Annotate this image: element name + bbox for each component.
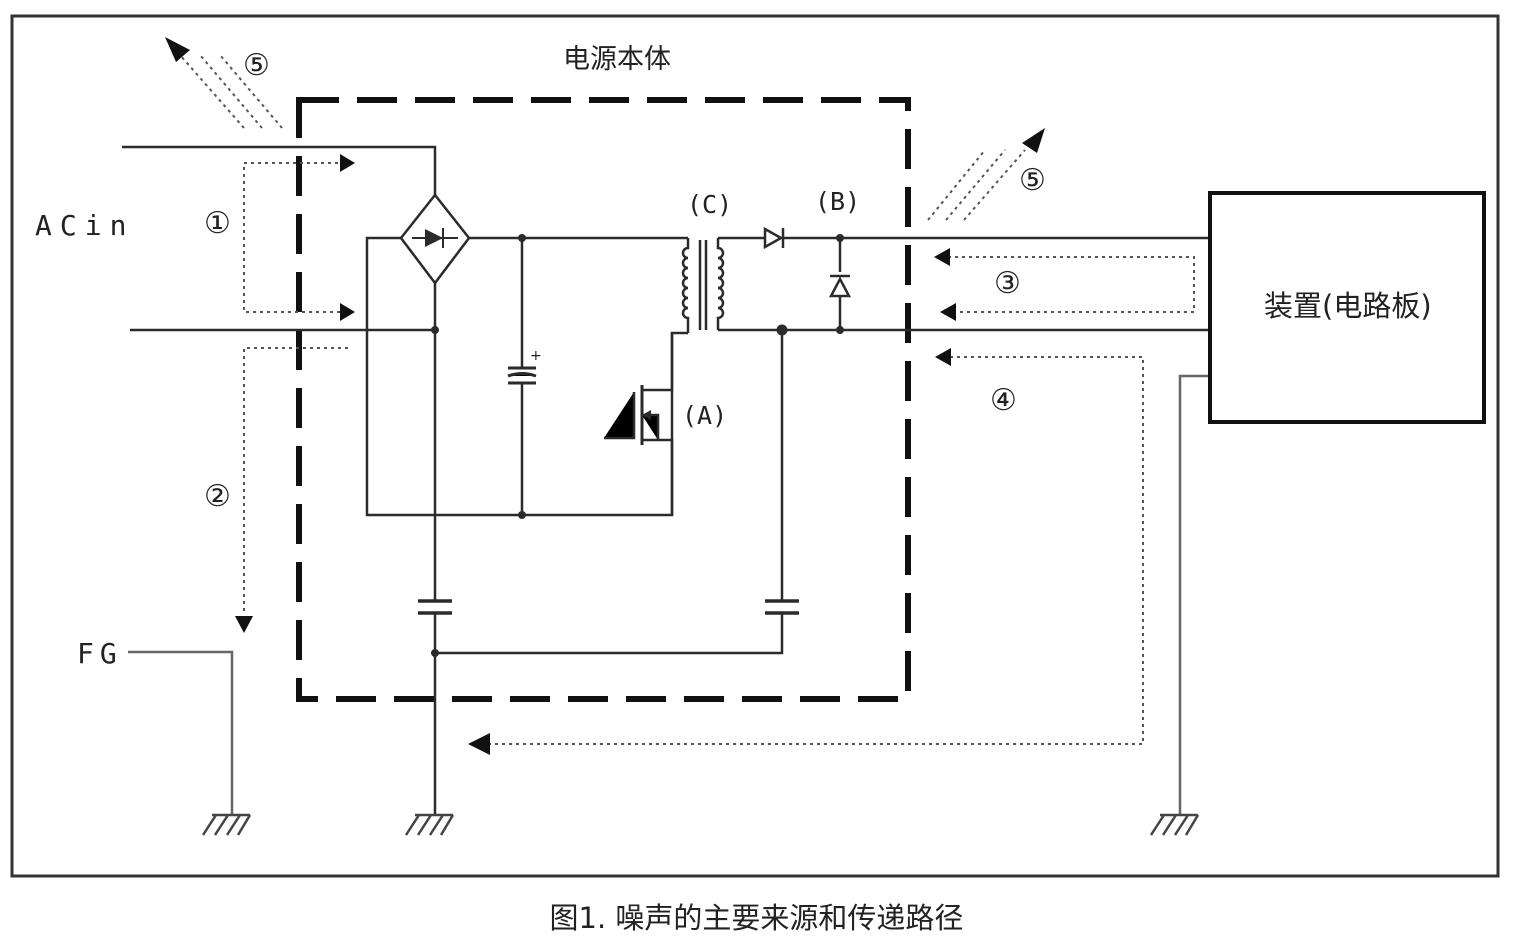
freewheel-diode-icon xyxy=(828,274,852,298)
path-5-left-label: ⑤ xyxy=(243,48,270,83)
noise-path-1 xyxy=(243,154,355,321)
ac-in-label: ACin xyxy=(35,209,134,242)
ground-icon-device xyxy=(1149,813,1200,836)
output-diode-icon xyxy=(763,226,785,250)
noise-path-5-left xyxy=(165,37,283,129)
component-b-label: (B) xyxy=(815,187,860,216)
bulk-capacitor-icon: + xyxy=(507,348,542,385)
junction-dots xyxy=(431,234,844,657)
fg-label: FG xyxy=(77,637,123,670)
ground-icon-psu xyxy=(404,813,455,836)
circuit-wiring xyxy=(122,145,1210,815)
outer-frame xyxy=(10,14,1500,878)
device-box xyxy=(1208,191,1486,424)
psu-enclosure xyxy=(296,97,911,702)
cap-polarity-label: + xyxy=(530,348,542,364)
noise-path-2 xyxy=(235,347,348,633)
path-5-right-label: ⑤ xyxy=(1019,163,1046,198)
path-2-label: ② xyxy=(204,479,231,514)
figure-caption: 图1. 噪声的主要来源和传递路径 xyxy=(549,901,964,935)
ground-icon-fg xyxy=(201,813,252,836)
mosfet-icon xyxy=(604,385,660,445)
path-3-label: ③ xyxy=(994,266,1021,301)
transformer-icon xyxy=(681,238,725,333)
noise-path-3 xyxy=(934,248,1195,321)
device-label: 装置(电路板) xyxy=(1264,289,1432,323)
component-a-label: (A) xyxy=(682,401,727,430)
y-capacitor-right-icon xyxy=(765,599,799,615)
y-capacitor-left-icon xyxy=(418,599,452,615)
bridge-rectifier-icon xyxy=(399,192,471,286)
noise-path-5-right xyxy=(927,128,1045,221)
path-1-label: ① xyxy=(204,206,231,241)
component-c-label: (C) xyxy=(687,190,732,219)
psu-body-label: 电源本体 xyxy=(563,44,671,75)
path-4-label: ④ xyxy=(990,383,1017,418)
noise-path-4 xyxy=(468,348,1144,755)
